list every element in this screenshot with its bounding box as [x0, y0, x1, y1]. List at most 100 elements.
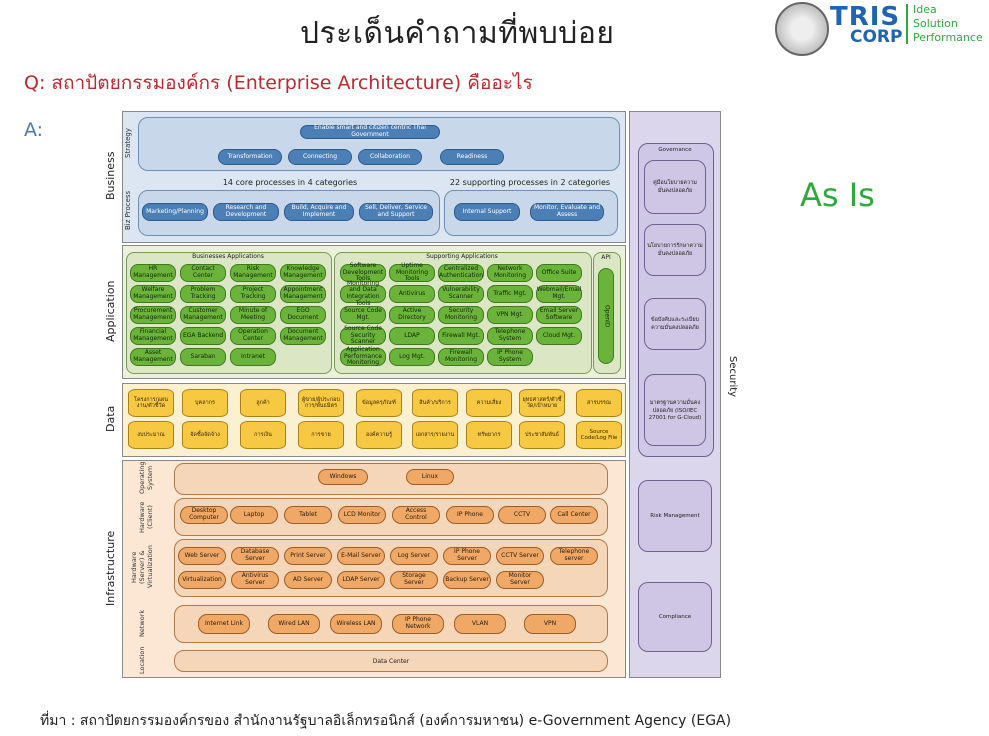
data-entity: ข้อมูลครุภัณฑ์	[356, 389, 402, 417]
server-item: Monitor Server	[496, 571, 544, 589]
business-app-item: HR Management	[130, 264, 176, 282]
supporting-app-item: Webmail/Email Mgt.	[536, 285, 582, 303]
question-text: Q: สถาปัตยกรรมองค์กร (Enterprise Archite…	[24, 72, 533, 94]
supporting-app-item: Security Monitoring	[438, 306, 484, 324]
data-layer-label: Data	[104, 405, 117, 433]
client-hardware-item: CCTV	[498, 506, 546, 524]
server-item: Antivirus Server	[231, 571, 279, 589]
client-hardware-item: LCD Monitor	[338, 506, 386, 524]
client-hardware-item: Laptop	[230, 506, 278, 524]
core-processes-caption: 14 core processes in 4 categories	[222, 178, 358, 187]
client-hardware-item: Tablet	[284, 506, 332, 524]
data-entity: องค์ความรู้	[356, 421, 402, 449]
strategy-item: Transformation	[218, 149, 282, 165]
openid-item: OpenID	[598, 268, 614, 364]
business-app-item: Welfare Management	[130, 285, 176, 303]
status-label: As Is	[800, 176, 875, 214]
os-label: Operating System	[138, 461, 154, 495]
client-hardware-item: Call Center	[550, 506, 598, 524]
supporting-app-item: VPN Mgt.	[487, 306, 533, 324]
data-entity: จัดซื้อจัดจ้าง	[182, 421, 228, 449]
logo-tagline-3: Performance	[913, 31, 983, 44]
server-item: IP Phone Server	[443, 547, 491, 565]
client-hardware-item: Access Control	[392, 506, 440, 524]
supporting-app-item: Active Directory	[389, 306, 435, 324]
core-process-item: Research and Development	[213, 203, 279, 221]
network-item: Internet Link	[198, 614, 250, 634]
network-label: Network	[138, 609, 146, 637]
client-hardware-item: Desktop Computer	[180, 506, 228, 524]
supporting-app-item: Firewall Mgt.	[438, 327, 484, 345]
compliance-item: Compliance	[638, 582, 712, 652]
business-app-item: Document Management	[280, 327, 326, 345]
business-app-item: Problem Tracking	[180, 285, 226, 303]
data-entity: ประชาสัมพันธ์	[519, 421, 565, 449]
governance-item: มาตรฐานความมั่นคงปลอดภัย (ISO/IEC 27001 …	[644, 374, 706, 446]
data-entity: Source Code/Log File	[576, 421, 622, 449]
supporting-app-item: Telephone System	[487, 327, 533, 345]
logo-tris: TRIS	[830, 2, 901, 32]
infrastructure-layer-label: Infrastructure	[104, 530, 117, 606]
supporting-app-item: Vulnerability Scanner	[438, 285, 484, 303]
emblem-icon	[775, 2, 829, 56]
logo-tagline-1: Idea	[913, 3, 937, 16]
server-item: LDAP Server	[337, 571, 385, 589]
supporting-processes-caption: 22 supporting processes in 2 categories	[449, 178, 611, 187]
network-item: IP Phone Network	[392, 614, 444, 634]
data-entity: ความเสี่ยง	[466, 389, 512, 417]
api-title: API	[601, 254, 611, 261]
business-layer-label: Business	[104, 151, 117, 201]
supporting-app-item: Email Server Software	[536, 306, 582, 324]
business-app-item: Project Tracking	[230, 285, 276, 303]
risk-management-item: Risk Management	[638, 480, 712, 552]
data-entity: ลูกค้า	[240, 389, 286, 417]
os-item: Linux	[406, 469, 454, 485]
supporting-apps-title: Supporting Applications	[426, 253, 498, 260]
core-process-item: Build, Acquire and Implement	[284, 203, 354, 221]
data-entity: การขาย	[298, 421, 344, 449]
network-item: Wired LAN	[268, 614, 320, 634]
data-entity: สารบรรณ	[576, 389, 622, 417]
supporting-app-item: Source Code Mgt.	[340, 306, 386, 324]
support-process-item: Monitor, Evaluate and Assess	[530, 203, 604, 221]
business-app-item: Financial Management	[130, 327, 176, 345]
core-process-item: Sell, Deliver, Service and Support	[359, 203, 433, 221]
server-item: Web Server	[178, 547, 226, 565]
logo-divider	[906, 4, 908, 44]
vision-item: Enable smart and citizen centric Thai Go…	[300, 125, 440, 139]
supporting-app-item: Software Development Tools	[340, 262, 386, 282]
business-app-item: Saraban	[180, 348, 226, 366]
strategy-item: Collaboration	[358, 149, 422, 165]
business-app-item: Knowledge Management	[280, 264, 326, 282]
server-item: Telephone server	[550, 547, 598, 565]
data-entity: โครงการ/แผนงาน/ตัวชี้วัด	[128, 389, 174, 417]
answer-label: A:	[24, 119, 44, 141]
strategy-item: Readiness	[440, 149, 504, 165]
supporting-app-item: Log Mgt.	[389, 348, 435, 366]
business-app-item: EGA Backend	[180, 327, 226, 345]
data-entity: งบประมาณ	[128, 421, 174, 449]
supporting-app-item: Traffic Mgt.	[487, 285, 533, 303]
page-title: ประเด็นคำถามที่พบบ่อย	[300, 16, 615, 51]
supporting-app-item: Source Code Security Scanner	[340, 325, 386, 345]
server-hardware-label: Hardware (Server) & Virtualization	[130, 545, 154, 589]
client-hardware-item: IP Phone	[446, 506, 494, 524]
data-entity: การเงิน	[240, 421, 286, 449]
server-item: Backup Server	[443, 571, 491, 589]
os-item: Windows	[318, 469, 368, 485]
supporting-app-item: Uptime Monitoring Tools	[389, 262, 435, 282]
business-app-item: Asset Management	[130, 348, 176, 366]
data-entity: ทรัพยากร	[466, 421, 512, 449]
business-apps-title: Businesses Applications	[192, 253, 264, 260]
server-item: AD Server	[284, 571, 332, 589]
supporting-app-item: Network Monitoring	[487, 264, 533, 282]
network-item: Wireless LAN	[330, 614, 382, 634]
security-layer-label: Security	[727, 356, 738, 398]
server-item: E-Mail Server	[337, 547, 385, 565]
supporting-app-item: Cloud Mgt.	[536, 327, 582, 345]
bizprocess-label: Biz Process	[124, 190, 132, 230]
server-item: Print Server	[284, 547, 332, 565]
strategy-label: Strategy	[124, 128, 132, 158]
source-caption: ที่มา : สถาปัตยกรรมองค์กรของ สำนักงานรัฐ…	[40, 713, 732, 729]
supporting-app-item: Application Performance Monitoring	[340, 346, 386, 366]
